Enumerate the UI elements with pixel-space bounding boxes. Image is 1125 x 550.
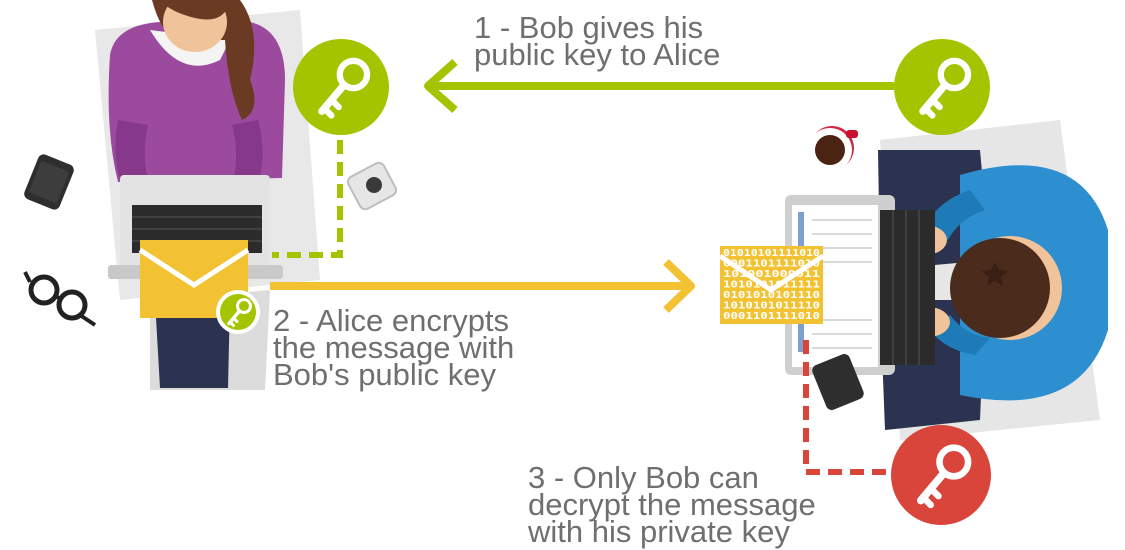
step-1-line-2: public key to Alice (474, 37, 721, 72)
encrypted-text-line: 0001101111010 (723, 311, 820, 322)
envelope-icon (138, 240, 250, 318)
public-key-transfer-arrow (424, 59, 894, 113)
step-2-line-1: 2 - Alice encrypts (273, 303, 510, 338)
step-1-line-1: 1 - Bob gives his (474, 10, 704, 45)
encrypted-text-line: 0001101111010 (723, 259, 820, 270)
encrypted-text-line: 1010101011111 (723, 280, 820, 291)
step-2-line-2: the message with (273, 330, 515, 365)
coffee-cup-icon (808, 126, 858, 172)
step-2-line-3: Bob's public key (273, 357, 497, 392)
encrypted-text-line: 01010101111010 (723, 248, 820, 259)
bob-public-key-icon (894, 39, 990, 135)
encrypted-text-line: 101001000011 (723, 269, 820, 280)
step-3-line-3: with his private key (528, 514, 790, 549)
alice-key-connector (272, 140, 343, 258)
step-3-label: 3 - Only Bob can decrypt the message wit… (528, 460, 816, 549)
music-player-icon (347, 161, 397, 211)
glasses-icon (23, 271, 97, 327)
encrypted-text-line: 0101010101110 (723, 290, 820, 301)
encrypted-envelope-icon: 0101010111101000011011110101010010000111… (718, 246, 825, 324)
alice-key-badge (216, 290, 260, 334)
key-icon (293, 39, 389, 135)
encrypted-message-arrow (270, 259, 695, 313)
step-3-line-1: 3 - Only Bob can (528, 460, 759, 495)
encrypted-text-line: 1010101011110 (723, 301, 820, 312)
phone-icon (24, 154, 74, 210)
private-key-connector (803, 340, 888, 475)
step-1-label: 1 - Bob gives his public key to Alice (474, 10, 721, 72)
bob-phone-icon (812, 354, 864, 410)
step-2-label: 2 - Alice encrypts the message with Bob'… (273, 303, 515, 392)
bob-private-key-icon (891, 425, 991, 525)
step-3-line-2: decrypt the message (528, 487, 816, 522)
